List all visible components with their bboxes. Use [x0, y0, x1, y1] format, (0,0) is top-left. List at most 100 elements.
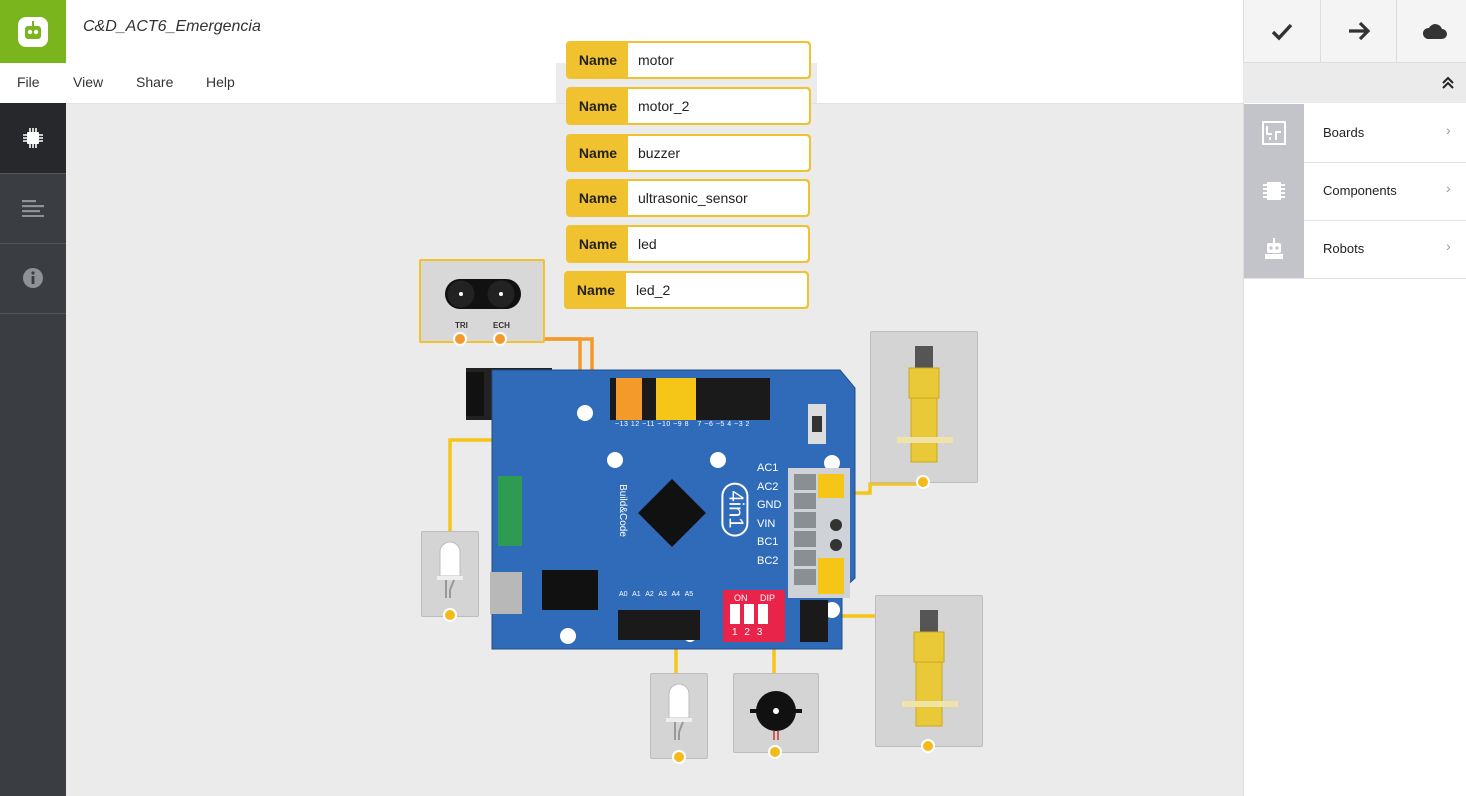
side-label: BC1	[757, 536, 779, 548]
collapse-toolbar-button[interactable]	[1436, 70, 1460, 96]
led-icon	[437, 541, 463, 598]
chevron-right-icon: ›	[1446, 122, 1451, 138]
port-motor-2[interactable]	[921, 739, 935, 753]
pin-label: A4	[671, 591, 681, 598]
name-input[interactable]	[626, 273, 807, 307]
name-label: Name	[578, 236, 618, 252]
menu-file[interactable]: File	[17, 74, 40, 90]
pin-connected-orange[interactable]	[616, 378, 642, 420]
verify-button[interactable]	[1244, 0, 1319, 62]
side-label: VIN	[757, 517, 776, 530]
terminal-connected-b[interactable]	[818, 558, 844, 594]
top-action-bar	[1243, 0, 1466, 63]
pin-label: A0	[619, 591, 628, 598]
pin-label: ~5	[715, 421, 725, 428]
name-input[interactable]	[628, 136, 809, 170]
app-logo[interactable]	[0, 0, 66, 63]
cloud-icon	[1422, 24, 1447, 39]
name-input[interactable]	[628, 227, 808, 261]
name-label: Name	[578, 145, 618, 161]
name-popup-ultrasonic-sensor[interactable]: Name	[566, 179, 810, 217]
pin-label: 2	[745, 421, 750, 428]
pin-label: 7	[697, 421, 702, 428]
port-led[interactable]	[672, 750, 686, 764]
port-tri[interactable]	[453, 332, 467, 346]
ultrasonic-sensor-icon	[445, 279, 521, 309]
motor-icon	[897, 346, 953, 463]
pin-label: ~9	[673, 421, 683, 428]
port-motor[interactable]	[916, 475, 930, 489]
upload-button[interactable]	[1320, 0, 1396, 62]
name-popup-motor[interactable]: Name	[566, 41, 811, 79]
chevron-double-up-icon	[1442, 76, 1454, 89]
pin-label: ~3	[734, 421, 744, 428]
hardware-chip-icon	[23, 128, 43, 148]
pin-label: 8	[684, 421, 690, 428]
name-input[interactable]	[628, 43, 809, 77]
motor-component[interactable]	[870, 331, 978, 483]
pin-label: ~10	[657, 421, 671, 428]
tab-hardware[interactable]	[0, 103, 66, 174]
side-label: GND	[757, 499, 782, 511]
left-sidebar	[0, 103, 66, 796]
dip-number: 3	[756, 627, 763, 638]
menu-help[interactable]: Help	[206, 74, 235, 90]
name-label: Name	[578, 52, 618, 68]
dip-label: DIP	[760, 593, 776, 603]
pin-label: A1	[632, 591, 641, 598]
buzzer-icon	[750, 691, 802, 740]
pin-label: ~11	[642, 421, 655, 428]
motor-2-component[interactable]	[875, 595, 983, 747]
arrow-right-icon	[1348, 21, 1370, 41]
category-boards[interactable]: Boards ›	[1244, 104, 1466, 163]
ultrasonic-sensor[interactable]: TRI ECH	[419, 259, 545, 343]
pin-connected-yellow[interactable]	[656, 378, 696, 420]
category-robots[interactable]: Robots ›	[1244, 220, 1466, 279]
side-label: BC2	[757, 554, 779, 567]
dip-number: 2	[744, 627, 750, 638]
name-label: Name	[576, 282, 616, 298]
side-label: AC2	[757, 480, 779, 493]
led-2-component[interactable]	[421, 531, 479, 617]
chevron-right-icon: ›	[1446, 238, 1451, 254]
category-components[interactable]: Components ›	[1244, 162, 1466, 221]
pin-label: A2	[645, 591, 654, 598]
led-component[interactable]	[650, 673, 708, 759]
category-label: Boards	[1323, 125, 1365, 140]
pin-tri-label: TRI	[455, 321, 468, 330]
check-icon	[1271, 23, 1292, 41]
tab-info[interactable]	[0, 243, 66, 314]
port-buzzer[interactable]	[768, 745, 782, 759]
pin-label: A5	[684, 591, 694, 598]
board-pin-labels-top: ~13 12 ~11 ~10 ~9 8 7 ~6 ~5 4 ~3 2	[615, 421, 750, 428]
name-popup-buzzer[interactable]: Name	[566, 134, 811, 172]
name-label: Name	[578, 190, 618, 206]
pin-label: ~6	[704, 421, 714, 428]
pin-label: A3	[658, 591, 667, 598]
project-title[interactable]: C&D_ACT6_Emergencia	[83, 18, 261, 35]
tab-code[interactable]	[0, 173, 66, 244]
robot-logo-icon	[18, 16, 48, 47]
robots-icon	[1265, 238, 1283, 259]
name-popup-led-2[interactable]: Name	[564, 271, 809, 309]
terminal-connected-a[interactable]	[818, 474, 844, 498]
name-input[interactable]	[628, 181, 808, 215]
buzzer-component[interactable]	[733, 673, 819, 753]
board-pin-labels-analog: A0 A1 A2 A3 A4 A5	[619, 591, 693, 598]
dip-on-label: ON	[734, 593, 748, 603]
motor-icon	[902, 610, 958, 727]
name-popup-motor-2[interactable]: Name	[566, 87, 811, 125]
board-model-text: 4in1	[721, 482, 749, 537]
cloud-save-button[interactable]	[1396, 0, 1466, 62]
port-ech[interactable]	[493, 332, 507, 346]
menu-view[interactable]: View	[73, 74, 104, 90]
code-lines-icon	[22, 200, 44, 217]
boards-icon	[1262, 121, 1286, 145]
name-popup-led[interactable]: Name	[566, 225, 810, 263]
port-led-2[interactable]	[443, 608, 457, 622]
name-label: Name	[578, 98, 618, 114]
info-icon	[23, 268, 43, 288]
menu-share[interactable]: Share	[136, 74, 174, 90]
name-input[interactable]	[628, 89, 809, 123]
dip-number: 1	[732, 627, 738, 638]
